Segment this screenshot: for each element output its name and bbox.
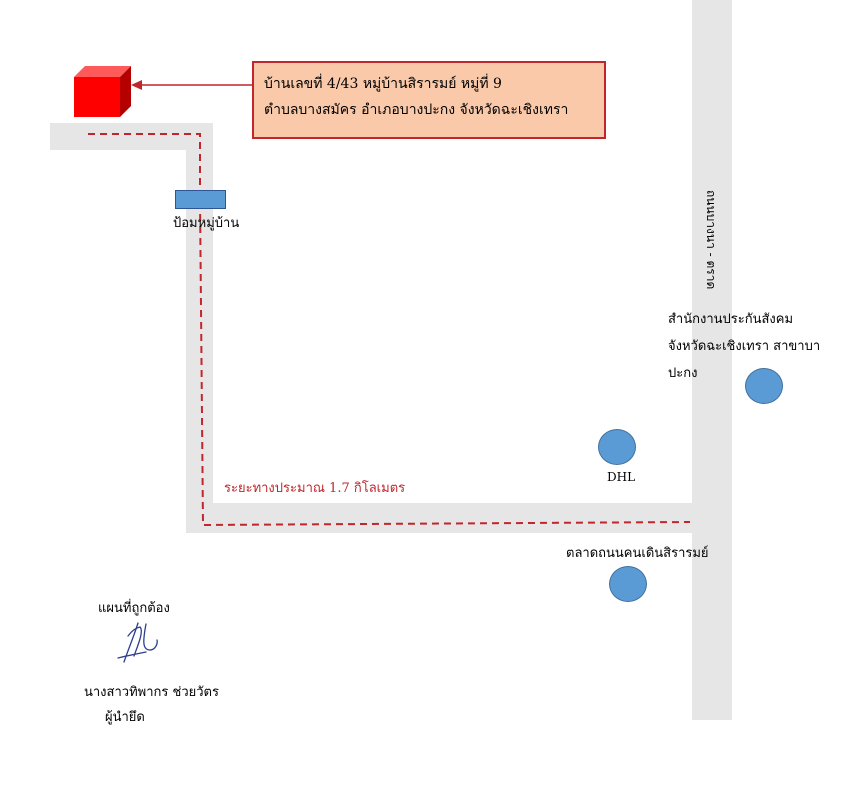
address-line-2: ตำบลบางสมัคร อำเภอบางปะกง จังหวัดฉะเชิงเ… bbox=[264, 102, 569, 118]
route-dashed-line bbox=[88, 133, 691, 527]
main-road bbox=[692, 0, 732, 720]
village-gate-marker bbox=[175, 190, 226, 209]
address-line-1: บ้านเลขที่ 4/43 หมู่บ้านสิรารมย์ หมู่ที่… bbox=[264, 76, 502, 92]
social-security-label-1: สำนักงานประกันสังคม bbox=[668, 312, 794, 327]
red-cube-icon bbox=[74, 66, 131, 117]
signer-role: ผู้นำยึด bbox=[105, 710, 145, 725]
village-road-bottom bbox=[186, 503, 692, 533]
certify-label: แผนที่ถูกต้อง bbox=[98, 601, 170, 616]
address-box: บ้านเลขที่ 4/43 หมู่บ้านสิรารมย์ หมู่ที่… bbox=[252, 61, 606, 139]
village-road-top bbox=[50, 123, 213, 150]
signer-name: นางสาวทิพากร ช่วยวัตร bbox=[84, 685, 219, 700]
village-gate-label: ป้อมหมู่บ้าน bbox=[173, 216, 240, 231]
signature-icon bbox=[117, 622, 158, 663]
pointer-arrow bbox=[131, 80, 252, 90]
social-security-label-2: จังหวัดฉะเชิงเทรา สาขาบา bbox=[668, 339, 821, 354]
social-security-label-3: ปะกง bbox=[668, 366, 698, 381]
main-road-label: ถนนบางนา - ตราด bbox=[704, 190, 718, 290]
social-security-marker-icon bbox=[745, 368, 783, 404]
dhl-label: DHL bbox=[607, 470, 636, 484]
distance-label: ระยะทางประมาณ 1.7 กิโลเมตร bbox=[224, 481, 406, 496]
market-marker-icon bbox=[609, 566, 647, 602]
dhl-marker-icon bbox=[598, 429, 636, 465]
market-label: ตลาดถนนคนเดินสิรารมย์ bbox=[566, 546, 709, 561]
